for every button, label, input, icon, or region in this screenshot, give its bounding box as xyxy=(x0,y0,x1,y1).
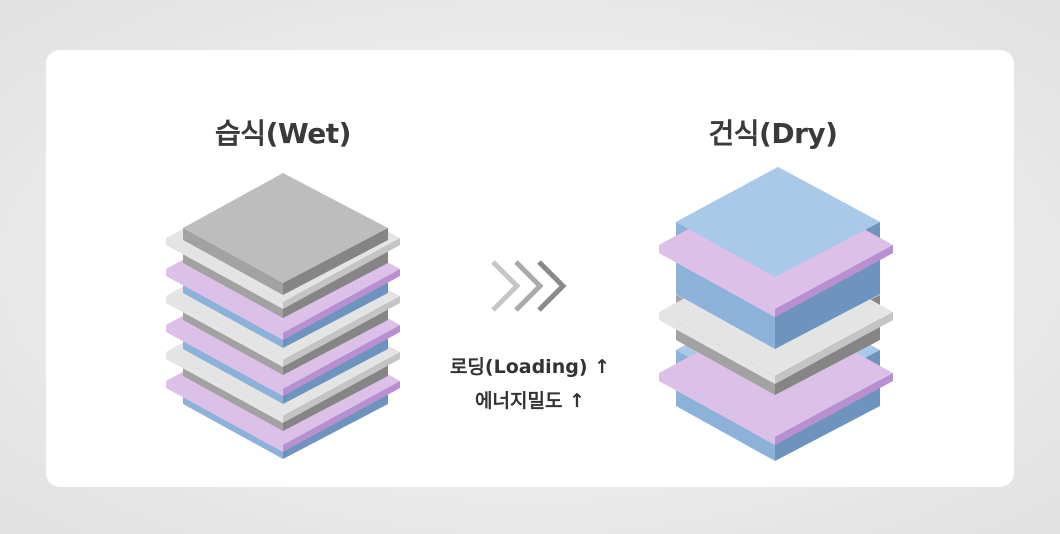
wet-purple-sheet-2-left xyxy=(166,381,283,452)
energy-density-caption: 에너지밀도 ↑ xyxy=(475,390,585,412)
dry-electrode-stack xyxy=(659,167,893,461)
dry-purple-sheet-7-left xyxy=(659,245,775,317)
wet-purple-sheet-10-left xyxy=(166,269,283,340)
dry-lightgray-sheet-4-left xyxy=(659,312,775,384)
dry-purple-sheet-2-left xyxy=(659,373,775,445)
wet-gray-layer-13-left xyxy=(183,228,283,295)
wet-gray-layer-13-right xyxy=(283,228,388,295)
wet-lightgray-sheet-8-left xyxy=(166,296,283,367)
dry-purple-sheet-7-right xyxy=(775,245,893,317)
wet-purple-sheet-6-left xyxy=(166,325,283,396)
wet-purple-sheet-6-right xyxy=(283,325,400,396)
chevron-right-icon-1 xyxy=(491,260,521,312)
wet-lightgray-sheet-8-right xyxy=(283,296,400,367)
wet-lightgray-sheet-12-right xyxy=(283,238,400,309)
dry-top-face-final xyxy=(676,167,880,277)
dry-purple-sheet-2-right xyxy=(775,373,893,445)
wet-title: 습식(Wet) xyxy=(215,117,351,150)
chevron-right-icon-2 xyxy=(514,260,544,312)
wet-purple-sheet-10-right xyxy=(283,269,400,340)
wet-electrode-stack xyxy=(166,173,400,459)
chevron-right-icon-3 xyxy=(537,260,567,312)
dry-lightgray-sheet-4-right xyxy=(775,312,893,384)
wet-purple-sheet-2-right xyxy=(283,381,400,452)
wet-gray-layer-13-top xyxy=(183,173,388,283)
wet-lightgray-sheet-4-right xyxy=(283,352,400,423)
process-arrows xyxy=(491,260,567,312)
wet-lightgray-sheet-4-left xyxy=(166,352,283,423)
dry-title: 건식(Dry) xyxy=(708,117,838,150)
loading-caption: 로딩(Loading) ↑ xyxy=(449,356,611,378)
wet-lightgray-sheet-12-left xyxy=(166,238,283,309)
